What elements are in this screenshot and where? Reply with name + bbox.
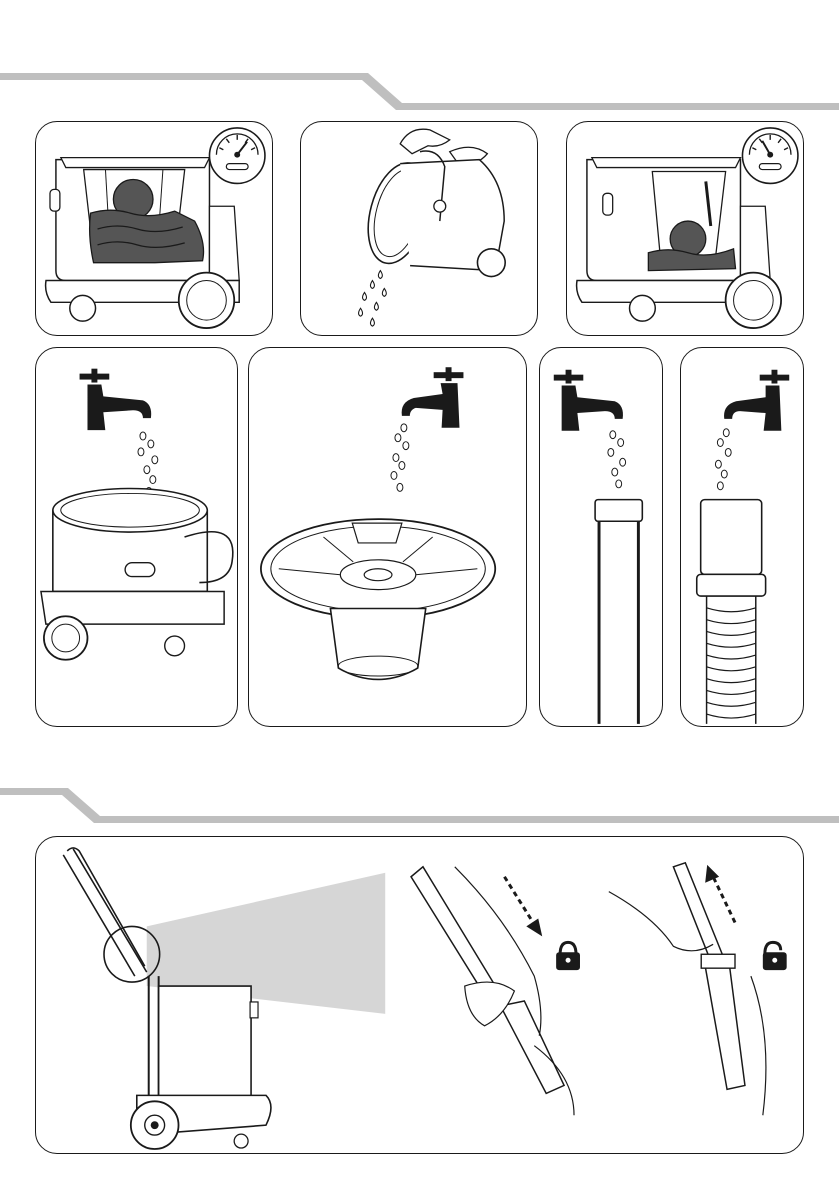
panel-empty-tank	[300, 121, 538, 336]
panel-rinse-hose	[680, 347, 804, 727]
panel-rinse-filter-lid	[248, 347, 527, 727]
section-header-band-top	[0, 70, 839, 110]
pressure-gauge-icon	[209, 128, 264, 183]
panel-rinse-tank	[35, 347, 238, 727]
panel-rinse-tube	[539, 347, 663, 727]
water-drops-icon	[359, 271, 387, 326]
water-tap-icon	[402, 367, 464, 428]
arrow-down-icon	[504, 877, 542, 937]
panel-low-tank-gauge	[566, 121, 804, 336]
panel-full-tank-gauge	[35, 121, 273, 336]
water-tap-icon	[724, 370, 789, 431]
padlock-unlocked-icon	[763, 942, 787, 970]
padlock-locked-icon	[556, 942, 580, 970]
arrow-up-icon	[705, 865, 735, 923]
water-tap-icon	[80, 369, 152, 430]
pressure-gauge-icon	[742, 128, 797, 183]
water-tap-icon	[554, 370, 623, 431]
panel-telescopic-tube-adjust	[35, 836, 804, 1154]
section-header-band-bottom	[0, 785, 839, 825]
